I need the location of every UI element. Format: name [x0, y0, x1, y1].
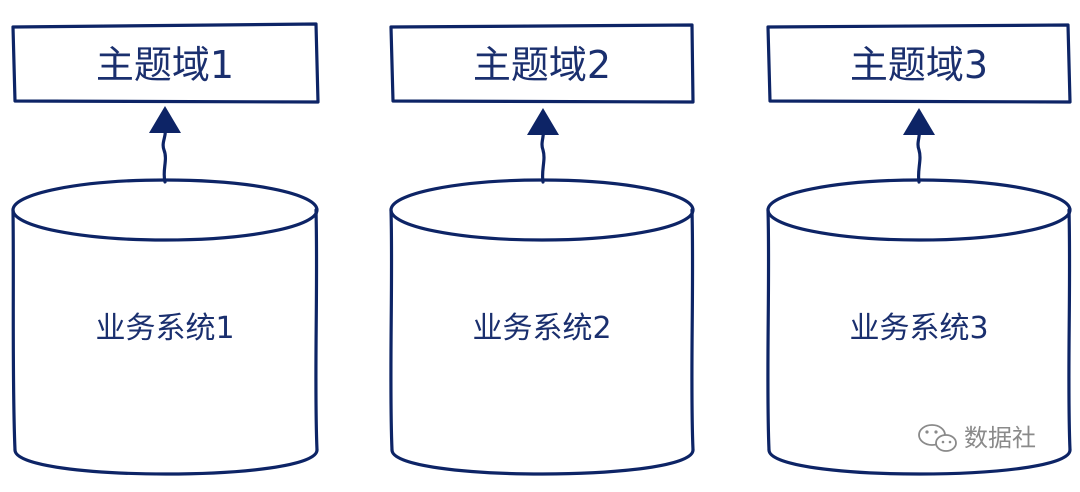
- system-label-2: 业务系统2: [472, 311, 611, 346]
- system-cylinder-1: [11, 178, 319, 476]
- arrow-shaft-1: [161, 126, 168, 184]
- arrow-shaft-3: [916, 126, 922, 184]
- domain-label-3: 主题域3: [850, 43, 988, 87]
- system-cylinder-2: [389, 178, 695, 476]
- domain-box-3: [766, 23, 1072, 104]
- system-cylinder-3: [766, 178, 1072, 476]
- domain-box-2: [389, 23, 695, 104]
- watermark-text: 数据社: [964, 424, 1036, 452]
- column-3: 主题域3 业务系统3: [766, 23, 1072, 476]
- domain-label-2: 主题域2: [473, 43, 611, 87]
- system-label-1: 业务系统1: [95, 311, 234, 346]
- domain-label-1: 主题域1: [96, 43, 234, 87]
- column-1: 主题域1 业务系统1: [11, 22, 320, 476]
- arrow-head-2: [527, 108, 559, 135]
- arrow-head-3: [903, 108, 935, 135]
- arrow-head-1: [149, 106, 181, 133]
- column-2: 主题域2 业务系统2: [389, 23, 695, 476]
- system-label-3: 业务系统3: [849, 311, 988, 346]
- arrow-shaft-2: [540, 126, 546, 184]
- domain-box-1: [11, 22, 320, 104]
- wechat-icon: [918, 424, 957, 452]
- watermark: 数据社: [918, 424, 1036, 452]
